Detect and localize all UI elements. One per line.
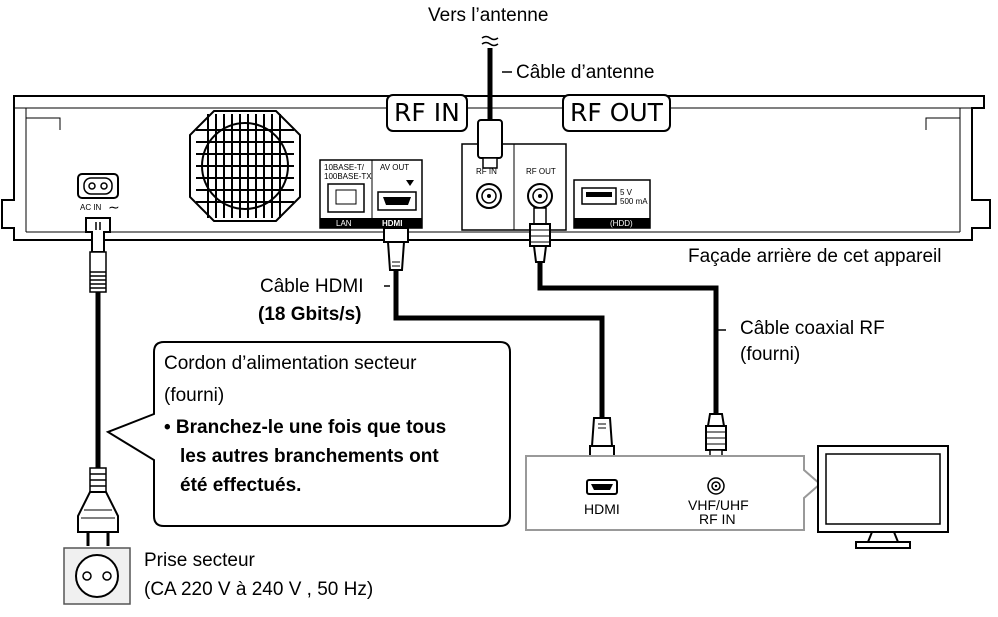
- hdmi-cable-label: Câble HDMI: [260, 276, 364, 297]
- lan-label: LAN: [336, 219, 352, 228]
- ac-in-socket: AC IN ∼: [77, 173, 120, 215]
- coax-supplied-label: (fourni): [740, 344, 801, 365]
- ac-in-label: AC IN: [80, 203, 102, 212]
- antenna-plug: [477, 119, 503, 159]
- rf-out-tag: RF OUT: [562, 94, 671, 132]
- lan-port: [327, 183, 365, 213]
- power-cord-note-3: été effectués.: [180, 475, 302, 496]
- usb-hdd-label: (HDD): [610, 219, 633, 228]
- rear-panel-label: Façade arrière de cet appareil: [688, 246, 942, 267]
- tv-connection-panel: HDMI VHF/UHF RF IN: [525, 455, 822, 531]
- wall-outlet: [63, 547, 131, 605]
- antenna-cable-label: Câble d’antenne: [516, 62, 655, 83]
- power-cord-note-1: • Branchez-le une fois que tous: [164, 417, 447, 438]
- rf-out-panel-label: RF OUT: [526, 167, 556, 176]
- hdmi-port-logo: HDMI: [382, 219, 402, 228]
- usb-voltage: 5 V: [620, 188, 633, 197]
- power-cord-note-2: les autres branchements ont: [180, 446, 439, 467]
- outlet-spec-label: (CA 220 V à 240 V , 50 Hz): [144, 579, 374, 600]
- tv-hdmi-label: HDMI: [584, 501, 620, 517]
- tv-vhf-uhf-label: VHF/UHF: [688, 497, 749, 513]
- tv-icon: [817, 445, 949, 549]
- antenna-label: Vers l’antenne: [428, 5, 549, 26]
- rf-in-tag: RF IN: [386, 94, 468, 132]
- outlet-label: Prise secteur: [144, 550, 255, 571]
- lan-hdmi-block: 10BASE-T/ 100BASE-TX LAN AV OUT HDMI: [319, 159, 423, 229]
- lan-spec-bottom: 100BASE-TX: [324, 172, 372, 181]
- fan-grille: [189, 110, 301, 222]
- power-cord-supplied: (fourni): [164, 385, 225, 406]
- antenna-cable: [477, 35, 512, 169]
- av-out-label: AV OUT: [380, 163, 409, 172]
- rf-in-panel-label: RF IN: [476, 167, 497, 176]
- lan-spec-top: 10BASE-T/: [324, 163, 365, 172]
- usb-hdd-block: 5 V 500 mA (HDD): [573, 179, 651, 229]
- hdmi-speed-label: (18 Gbits/s): [258, 304, 362, 325]
- tv-rf-in-label: RF IN: [699, 511, 736, 527]
- ac-symbol: ∼: [108, 199, 120, 215]
- power-cord-callout: [105, 341, 511, 527]
- power-cord: [77, 217, 119, 546]
- power-cord-title: Cordon d’alimentation secteur: [164, 353, 417, 374]
- usb-current: 500 mA: [620, 197, 648, 206]
- coax-cable-label: Câble coaxial RF: [740, 318, 885, 339]
